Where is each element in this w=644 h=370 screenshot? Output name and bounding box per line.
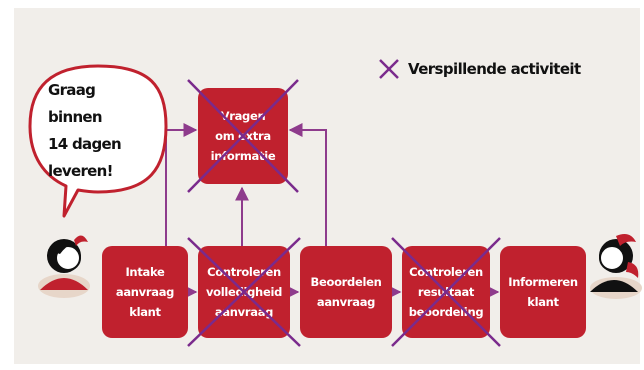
step-controleren-volledigheid-aanvraag: Controleren volledigheid aanvraag — [187, 237, 301, 347]
step-label: Controleren resultaat beoordeling — [408, 265, 484, 319]
customer-left-icon — [38, 235, 90, 298]
step-controleren-resultaat-beoordeling: Controleren resultaat beoordeling — [391, 237, 501, 347]
step-label: Intake aanvraag klant — [115, 265, 175, 319]
step-informeren-klant: Informeren klant — [500, 246, 586, 338]
legend: Verspillende activiteit — [378, 58, 581, 80]
arrow-beoordelen-to-vragen — [288, 123, 327, 246]
step-label: Informeren klant — [508, 275, 578, 309]
step-label: Controleren volledigheid aanvraag — [205, 265, 283, 319]
step-vragen-om-extra-informatie: Vragen om extra informatie — [187, 79, 299, 193]
step-beoordelen-aanvraag: Beoordelen aanvraag — [300, 246, 392, 338]
speech-bubble-text: Graag binnen 14 dagen leveren! — [48, 81, 122, 180]
step-label: Beoordelen aanvraag — [310, 275, 382, 309]
customer-right-icon — [590, 234, 642, 299]
step-intake-aanvraag-klant: Intake aanvraag klant — [102, 246, 188, 338]
step-label: Vragen om extra informatie — [210, 109, 276, 163]
cross-icon — [379, 59, 399, 79]
legend-label: Verspillende activiteit — [408, 60, 581, 78]
